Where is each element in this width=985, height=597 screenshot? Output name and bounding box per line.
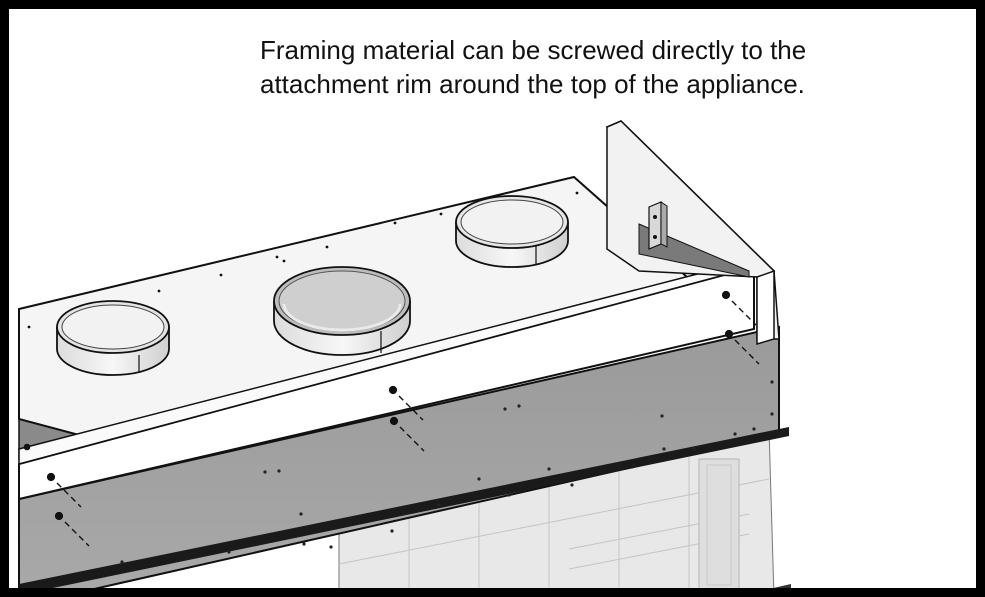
vent-collar-center: [273, 266, 411, 356]
caption-line-1: Framing material can be screwed directly…: [260, 35, 807, 65]
screw-callout-3: [388, 385, 424, 421]
screw-callout-6: [724, 329, 760, 365]
screw-callout-7: [23, 443, 31, 451]
vent-collar-right: [455, 195, 569, 268]
top-plate-rivets: [27, 191, 579, 329]
framing-stud-front: [756, 269, 775, 346]
appliance-illustration: [18, 120, 791, 588]
vent-collar-left: [56, 300, 170, 376]
screw-callout-2: [54, 511, 90, 547]
front-panel-rivets: [120, 380, 774, 564]
lower-trim: [773, 584, 791, 588]
screw-callout-4: [389, 416, 425, 452]
caption: Framing material can be screwed directly…: [260, 33, 960, 101]
screw-callouts: [23, 290, 760, 547]
trim-strip: [19, 427, 789, 588]
screw-callout-5: [721, 290, 757, 326]
standoff-bracket: [648, 201, 668, 250]
caption-line-2: attachment rim around the top of the app…: [260, 69, 805, 99]
screw-callout-1: [46, 472, 82, 508]
firebox-grid: [338, 451, 770, 588]
